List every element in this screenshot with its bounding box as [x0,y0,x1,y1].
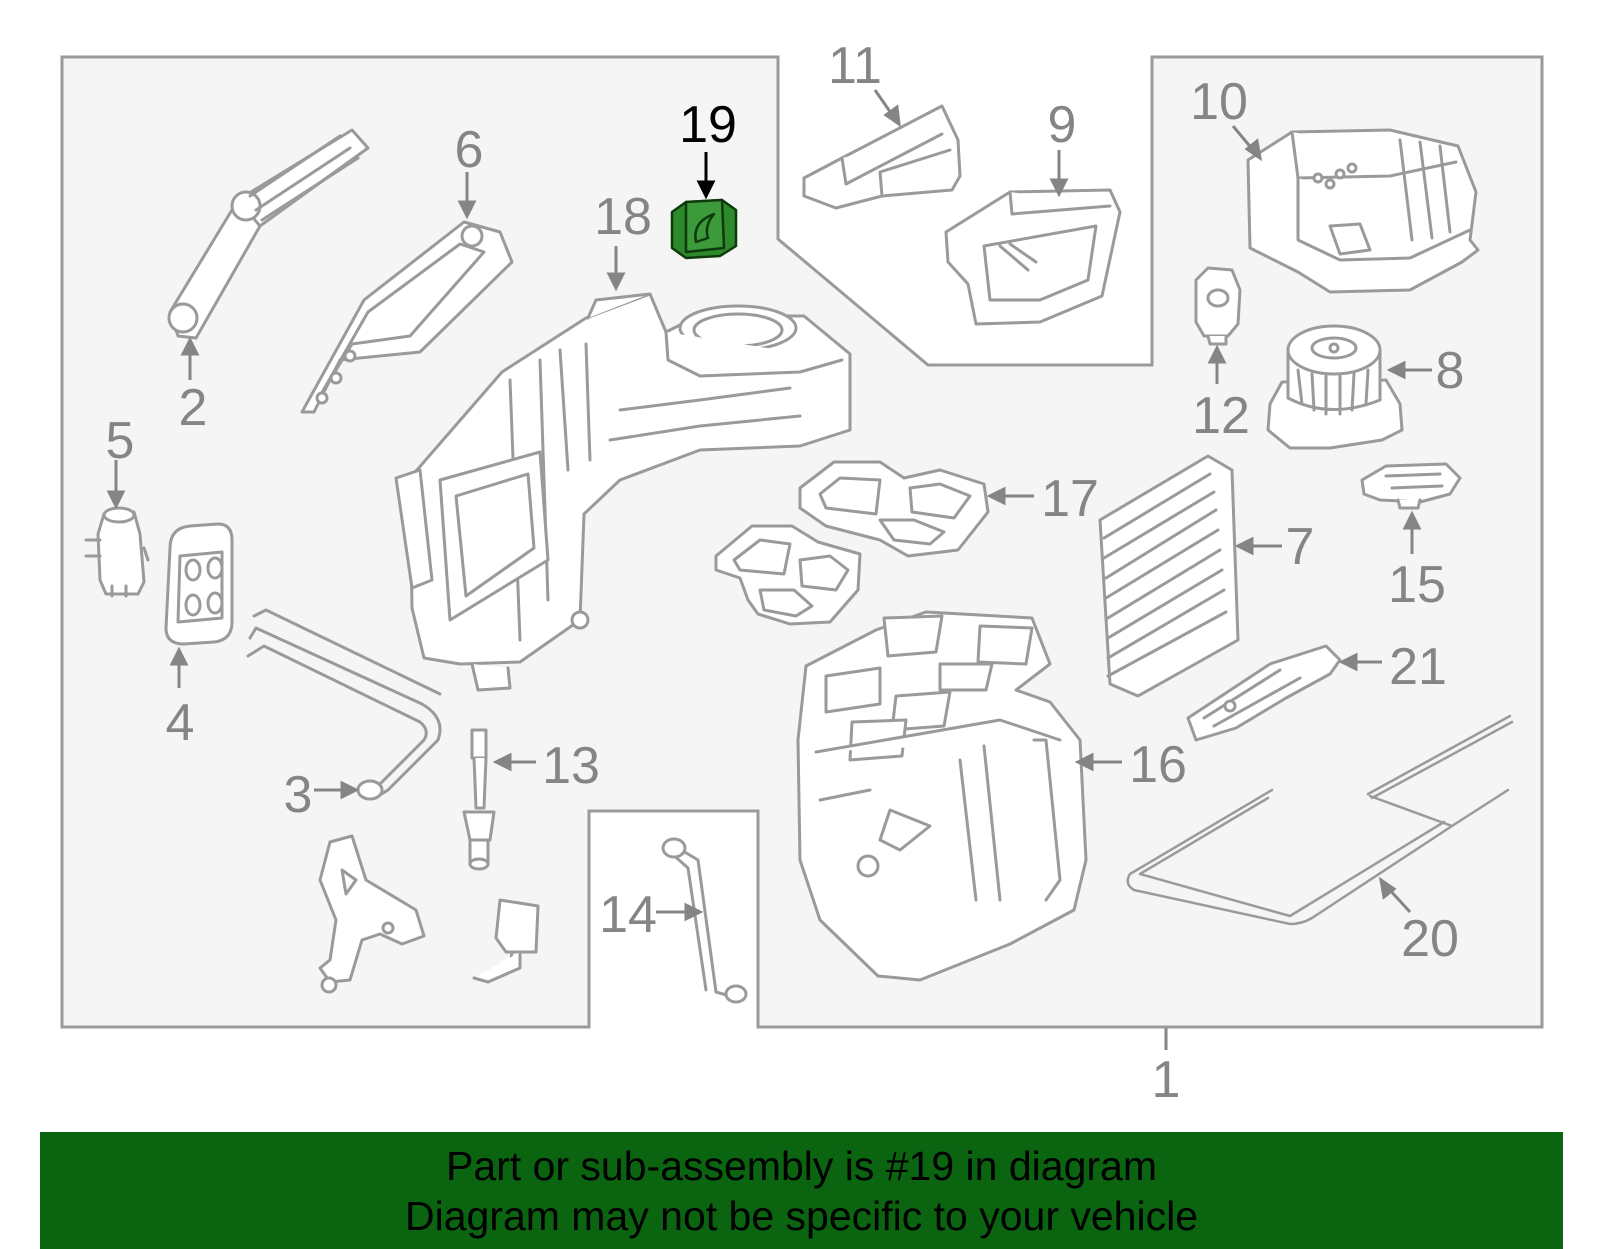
part-12-resistor [1194,266,1242,346]
part-2-heater-core [167,128,370,340]
callout-3: 3 [284,766,313,824]
callout-15: 15 [1388,556,1446,614]
part-3-tube [246,608,442,801]
part-13-probe [462,728,496,871]
callout-10: 10 [1190,73,1248,131]
part-21-bracket [1186,644,1342,742]
part-15-sensor [1360,462,1462,510]
part-4-gasket [164,522,234,646]
part-10-blower-housing [1246,128,1480,294]
callout-2: 2 [179,379,208,437]
callout-19-highlighted: 19 [679,96,737,154]
part-18-upper-housing [394,292,852,692]
callout-11: 11 [828,37,882,95]
part-8-blower-motor [1266,324,1404,450]
callout-5: 5 [106,412,135,470]
callout-6: 6 [455,121,484,179]
part-7-filter [1098,454,1240,698]
part-19-actuator [670,198,738,260]
callout-20: 20 [1401,910,1459,968]
leader-arrows [106,89,1432,1050]
banner-line-1: Part or sub-assembly is #19 in diagram [446,1142,1157,1189]
callout-17: 17 [1041,470,1099,528]
callout-4: 4 [166,694,195,752]
info-banner: Part or sub-assembly is #19 in diagram D… [40,1132,1563,1249]
callout-14: 14 [599,886,657,944]
bracket-part [318,834,426,994]
part-11-duct [802,104,962,210]
callout-7: 7 [1286,518,1315,576]
part-5-sensor [84,506,150,598]
callout-8: 8 [1436,342,1465,400]
part-14-sensor-wire [661,837,748,1004]
callout-1: 1 [1152,1051,1181,1109]
callout-labels: 1 2 3 4 5 6 7 8 9 10 11 12 13 14 15 16 1… [106,37,1465,1109]
clip-part [472,898,540,984]
callout-16: 16 [1129,736,1187,794]
part-6-evaporator-frame [300,220,514,414]
banner-line-2: Diagram may not be specific to your vehi… [404,1192,1198,1239]
part-17-gaskets [714,460,990,626]
parts-diagram: 1 2 3 4 5 6 7 8 9 10 11 12 13 14 15 16 1… [60,37,1544,1109]
callout-13: 13 [542,737,600,795]
part-16-lower-housing [796,610,1088,982]
leader-arrow-19 [696,152,716,200]
callout-12: 12 [1192,387,1250,445]
callout-18: 18 [594,188,652,246]
callout-9: 9 [1048,96,1077,154]
callout-21: 21 [1389,638,1447,696]
part-9-inlet-housing [944,188,1122,326]
part-20-seal [1126,714,1514,926]
